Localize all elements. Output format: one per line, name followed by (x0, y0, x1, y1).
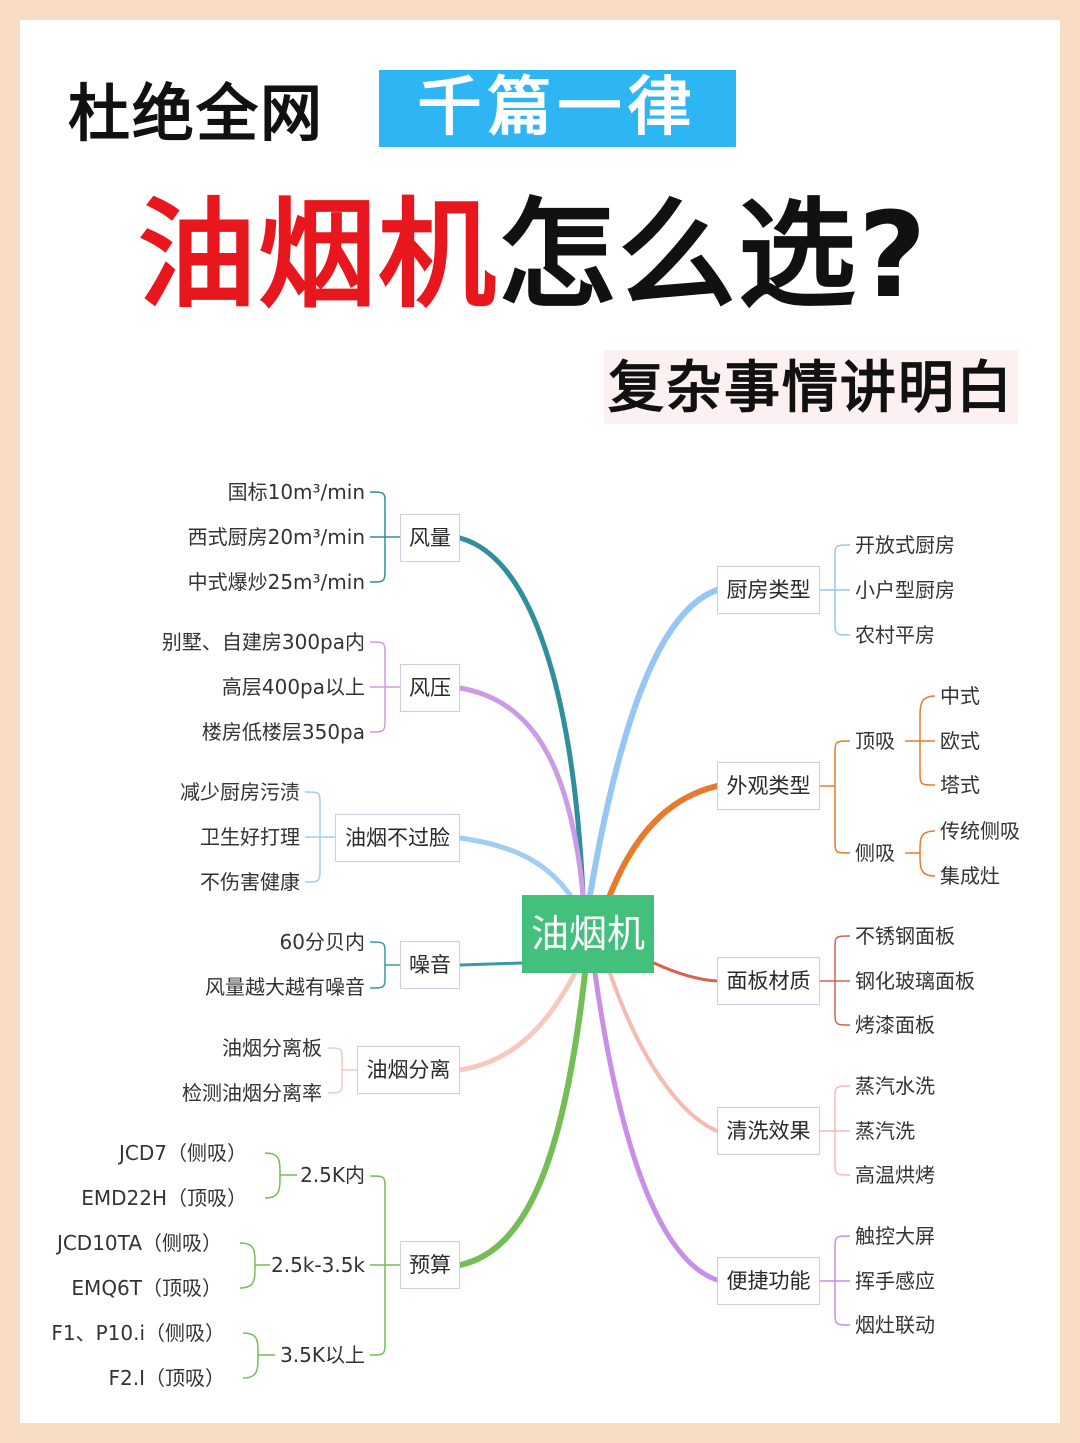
bracket-chufang (820, 544, 851, 636)
node-yusuan: 预算 (400, 1241, 460, 1289)
node-fengliang: 风量 (400, 514, 460, 562)
branch-line-yusuan (457, 970, 588, 1268)
budget-group-1: 2.5K内 (300, 1163, 365, 1187)
branch-line-fengya (457, 685, 586, 898)
node-youyan-buguolian: 油烟不过脸 (335, 814, 460, 862)
leaf-fengya-3: 楼房低楼层350pa (201, 720, 365, 744)
leaf-zaoyin-1: 60分贝内 (279, 930, 365, 954)
leaf-bianjie-2: 挥手感应 (855, 1269, 935, 1293)
bracket-fengya (369, 641, 400, 733)
leaf-fenli-2: 检测油烟分离率 (182, 1081, 322, 1105)
bracket-zaoyin (369, 941, 400, 989)
branch-line-youyan (457, 835, 573, 898)
branch-line-waiguan (607, 783, 720, 898)
branch-line-qingxi (608, 971, 719, 1133)
leaf-cexi-2: 集成灶 (940, 864, 1000, 888)
bracket-youyan (304, 791, 335, 883)
bracket-yusuan (239, 1152, 400, 1379)
leaf-fengliang-2: 西式厨房20m³/min (187, 525, 365, 549)
bracket-bianjie (820, 1235, 851, 1326)
leaf-mianban-2: 钢化玻璃面板 (855, 969, 975, 993)
leaf-chufang-2: 小户型厨房 (855, 578, 955, 602)
leaf-fenli-1: 油烟分离板 (222, 1036, 322, 1060)
budget-model-3: JCD10TA（侧吸） (56, 1231, 222, 1255)
branch-line-zaoyin (458, 961, 524, 967)
leaf-dingxi-3: 塔式 (940, 773, 980, 797)
branch-line-bianjie (592, 970, 720, 1283)
budget-model-1: JCD7（侧吸） (119, 1141, 247, 1165)
leaf-qingxi-1: 蒸汽水洗 (855, 1074, 935, 1098)
leaf-youyan-2: 卫生好打理 (200, 825, 300, 849)
node-qingxi-xiaoguo: 清洗效果 (717, 1107, 820, 1155)
center-node: 油烟机 (522, 895, 654, 973)
subtitle: 复杂事情讲明白 (604, 350, 1018, 424)
waiguan-group-dingxi: 顶吸 (855, 729, 895, 753)
header-badge: 千篇一律 (379, 70, 736, 147)
branch-line-mianban (652, 961, 719, 983)
bracket-qingxi (820, 1085, 851, 1176)
leaf-qingxi-3: 高温烘烤 (855, 1163, 935, 1187)
bracket-fenli (327, 1047, 357, 1094)
main-title-black: 怎么选? (498, 186, 929, 324)
main-title-red: 油烟机 (138, 186, 499, 324)
node-waiguan-leixing: 外观类型 (717, 762, 820, 810)
waiguan-group-cexi: 侧吸 (855, 841, 895, 865)
leaf-bianjie-3: 烟灶联动 (855, 1313, 935, 1337)
node-youyan-fenli: 油烟分离 (357, 1046, 460, 1094)
bracket-waiguan (820, 695, 936, 877)
budget-model-4: EMQ6T（顶吸） (71, 1276, 222, 1300)
leaf-chufang-1: 开放式厨房 (855, 533, 955, 557)
branch-line-chufang (587, 587, 720, 898)
branch-line-fenli (457, 970, 578, 1073)
leaf-dingxi-2: 欧式 (940, 729, 980, 753)
node-bianjie-gongneng: 便捷功能 (717, 1257, 820, 1305)
branch-line-fengliang (457, 535, 586, 898)
main-title: 油烟机怎么选? (138, 185, 928, 325)
leaf-mianban-1: 不锈钢面板 (855, 924, 955, 948)
budget-group-3: 3.5K以上 (280, 1343, 365, 1367)
leaf-youyan-3: 不伤害健康 (200, 870, 300, 894)
leaf-fengya-2: 高层400pa以上 (221, 675, 365, 699)
leaf-qingxi-2: 蒸汽洗 (855, 1119, 915, 1143)
bracket-mianban (820, 935, 851, 1026)
leaf-dingxi-1: 中式 (940, 684, 980, 708)
leaf-bianjie-1: 触控大屏 (855, 1224, 935, 1248)
node-zaoyin: 噪音 (400, 941, 460, 989)
node-mianban-caizhi: 面板材质 (717, 957, 820, 1005)
leaf-fengya-1: 别墅、自建房300pa内 (161, 630, 365, 654)
budget-group-2: 2.5k-3.5k (271, 1253, 365, 1277)
header-left-title: 杜绝全网 (68, 77, 325, 150)
budget-model-6: F2.I（顶吸） (108, 1366, 225, 1390)
leaf-fengliang-1: 国标10m³/min (227, 480, 365, 504)
leaf-chufang-3: 农村平房 (855, 623, 935, 647)
budget-model-2: EMD22H（顶吸） (81, 1186, 247, 1210)
leaf-zaoyin-2: 风量越大越有噪音 (205, 975, 365, 999)
leaf-youyan-1: 减少厨房污渍 (180, 780, 300, 804)
bracket-fengliang (369, 491, 400, 583)
node-chufang-leixing: 厨房类型 (717, 566, 820, 614)
node-fengya: 风压 (400, 664, 460, 712)
budget-model-5: F1、P10.i（侧吸） (51, 1321, 225, 1345)
leaf-fengliang-3: 中式爆炒25m³/min (187, 570, 365, 594)
leaf-mianban-3: 烤漆面板 (855, 1013, 935, 1037)
leaf-cexi-1: 传统侧吸 (940, 819, 1020, 843)
